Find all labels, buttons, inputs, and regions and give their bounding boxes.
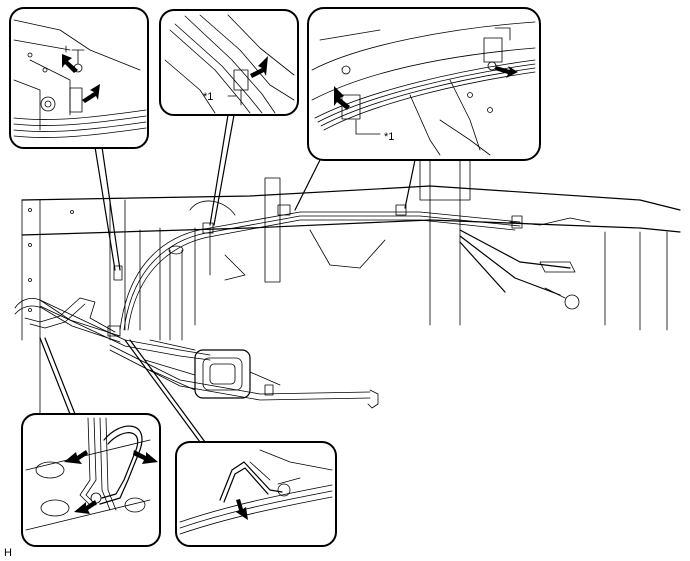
callout-label: *1 xyxy=(384,131,394,143)
clamp-icon xyxy=(395,204,407,216)
clamp-icon xyxy=(113,265,123,281)
arrow-icon xyxy=(133,450,158,464)
arrow-icon xyxy=(62,54,78,73)
vehicle-frame xyxy=(21,159,681,421)
inset-top-middle: *1 xyxy=(159,9,299,116)
leader-lines xyxy=(39,114,416,443)
inset-bottom-middle xyxy=(175,441,337,547)
inset-top-right: *1 xyxy=(307,7,541,161)
arrow-icon xyxy=(334,86,350,110)
callout-label: *1 xyxy=(203,91,213,103)
figure-code: H xyxy=(4,547,12,559)
arrow-icon xyxy=(250,56,268,78)
arrow-icon xyxy=(82,84,100,103)
bolt-icon xyxy=(277,483,291,497)
fuel-tube-bundle xyxy=(14,211,591,409)
inset-bottom-left xyxy=(21,413,161,547)
charcoal-canister xyxy=(144,339,281,399)
arrow-icon xyxy=(64,450,88,464)
arrow-icon xyxy=(236,499,248,520)
clamp-icon xyxy=(341,94,361,120)
clamp-icon xyxy=(264,384,274,396)
clamp-icon xyxy=(107,325,121,337)
arrow-icon xyxy=(495,66,518,78)
main-clamps xyxy=(107,204,407,396)
clamp-icon xyxy=(202,222,214,234)
clamp-icon xyxy=(277,204,291,216)
inset-top-left xyxy=(9,7,149,149)
arrow-icon xyxy=(74,500,97,514)
